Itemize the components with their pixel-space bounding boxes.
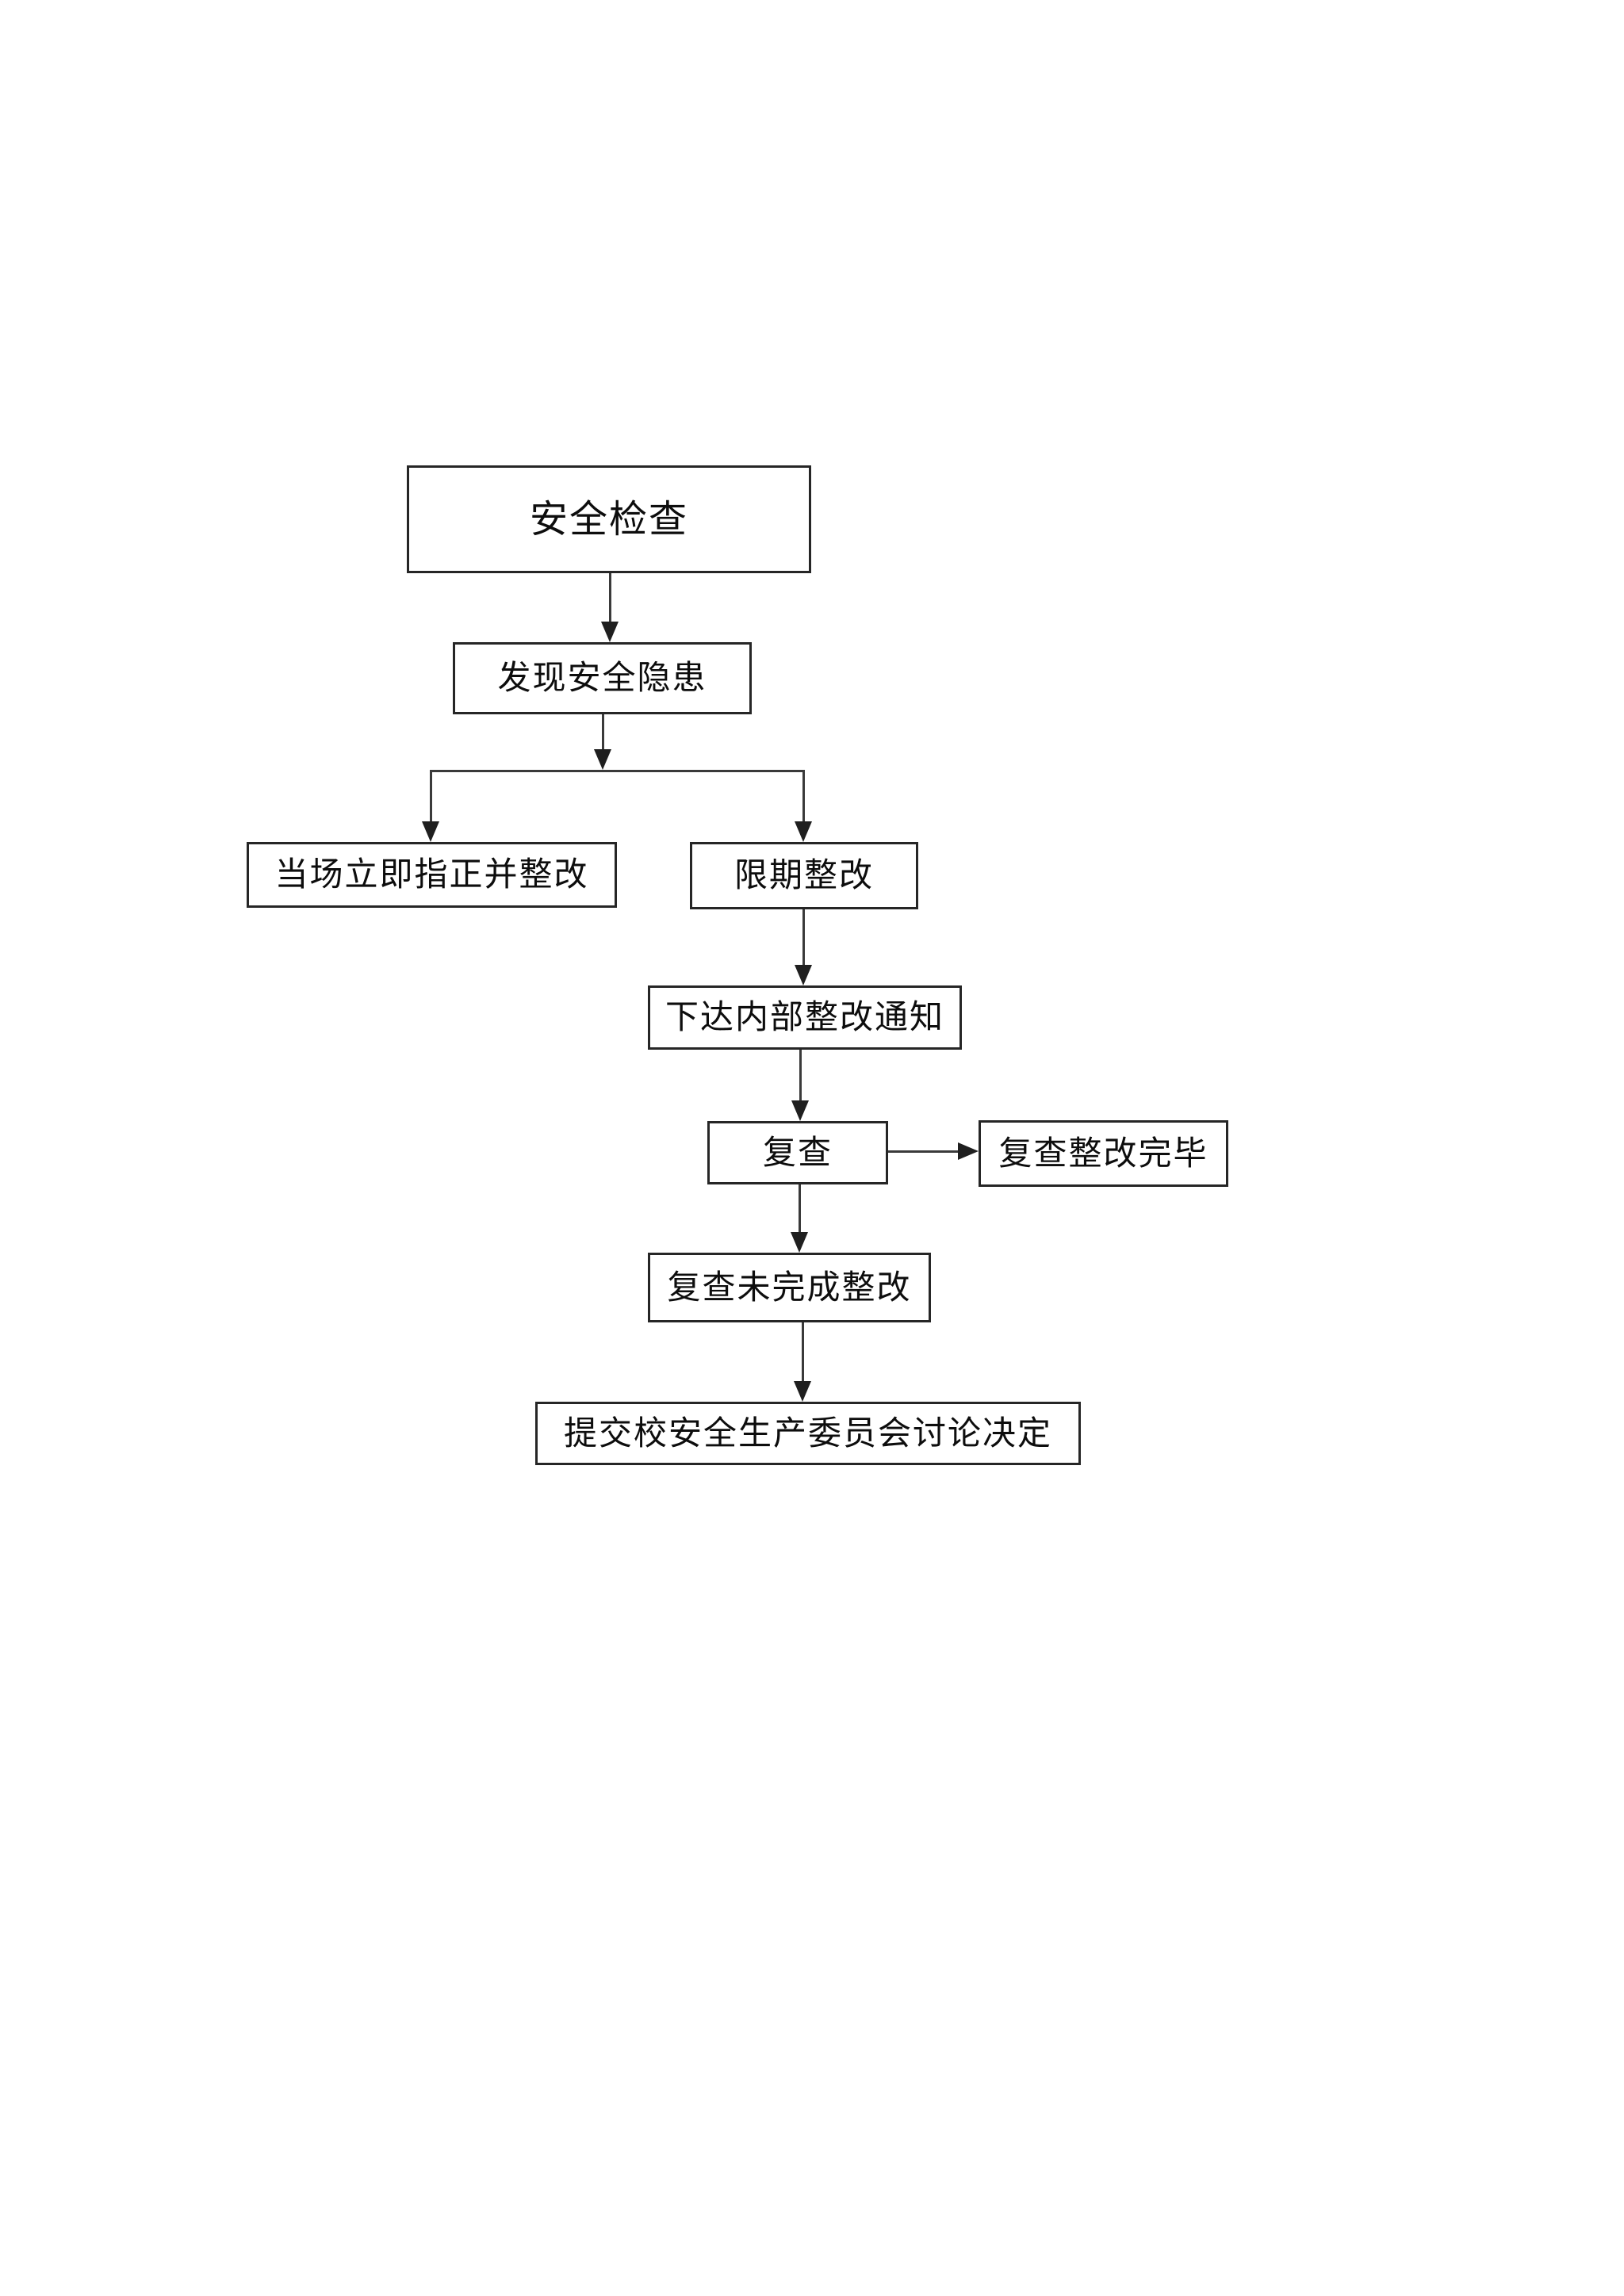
connector-split-to-deadline-fix bbox=[802, 770, 805, 823]
flow-node-label: 下达内部整改通知 bbox=[665, 997, 944, 1037]
arrowhead-down-icon bbox=[594, 749, 611, 770]
flow-node-safety-inspection: 安全检查 bbox=[407, 465, 811, 573]
flow-node-deadline-fix: 限期整改 bbox=[690, 842, 918, 909]
flow-node-label: 安全检查 bbox=[529, 496, 688, 541]
flow-node-label: 发现安全隐患 bbox=[497, 658, 707, 698]
connector-notice-to-recheck bbox=[799, 1050, 802, 1102]
flow-node-recheck: 复查 bbox=[707, 1121, 888, 1184]
connector-not-done-to-committee bbox=[802, 1322, 804, 1383]
flow-node-label: 限期整改 bbox=[733, 855, 874, 895]
flow-node-recheck-done: 复查整改完毕 bbox=[979, 1120, 1228, 1187]
connector-recheck-to-not-done bbox=[799, 1184, 801, 1234]
flow-node-label: 复查 bbox=[762, 1132, 833, 1172]
arrowhead-down-icon bbox=[791, 1100, 809, 1121]
connector-deadline-to-notice bbox=[802, 909, 805, 966]
arrowhead-down-icon bbox=[794, 1381, 811, 1402]
arrowhead-down-icon bbox=[422, 821, 439, 842]
flow-node-recheck-not-done: 复查未完成整改 bbox=[648, 1253, 931, 1322]
flow-node-label: 复查整改完毕 bbox=[998, 1133, 1208, 1173]
flow-node-label: 提交校安全生产委员会讨论决定 bbox=[563, 1413, 1052, 1452]
arrowhead-right-icon bbox=[958, 1142, 979, 1160]
connector-recheck-to-done bbox=[888, 1150, 959, 1153]
connector-split-to-immediate-fix bbox=[430, 770, 432, 823]
flow-node-submit-committee: 提交校安全生产委员会讨论决定 bbox=[535, 1402, 1081, 1465]
connector-safety-to-hazard bbox=[609, 573, 611, 623]
connector-branch-split bbox=[431, 770, 805, 772]
flow-node-label: 当场立即指正并整改 bbox=[274, 855, 589, 894]
arrowhead-down-icon bbox=[795, 821, 812, 842]
flow-node-label: 复查未完成整改 bbox=[667, 1267, 912, 1307]
arrowhead-down-icon bbox=[791, 1232, 808, 1253]
arrowhead-down-icon bbox=[795, 965, 812, 985]
connector-hazard-to-split bbox=[602, 714, 604, 751]
arrowhead-down-icon bbox=[601, 622, 619, 642]
flow-node-found-hazard: 发现安全隐患 bbox=[453, 642, 752, 714]
flow-node-internal-notice: 下达内部整改通知 bbox=[648, 985, 962, 1050]
flow-node-immediate-fix: 当场立即指正并整改 bbox=[247, 842, 617, 908]
